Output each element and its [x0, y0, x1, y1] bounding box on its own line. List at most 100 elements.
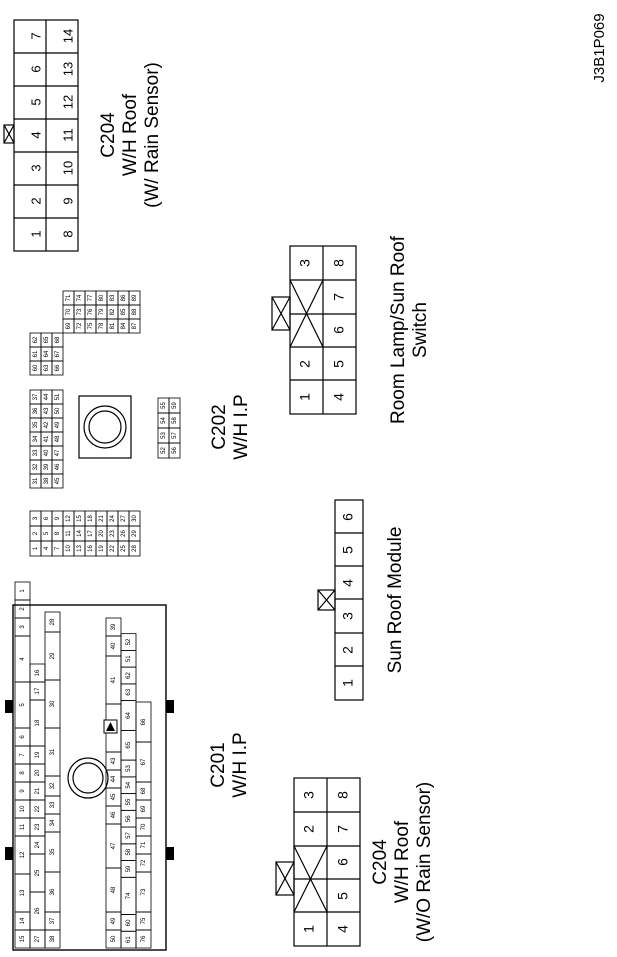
blank-cavity-icon: [289, 279, 324, 348]
pin-56: 56: [126, 815, 132, 822]
pin-labels: 1 2 3 4 5 6 7 8 9 10 11 12 13 14: [28, 29, 75, 238]
pin-73: 73: [141, 888, 147, 895]
pin-28: 28: [50, 618, 56, 625]
connector-code: C202: [209, 404, 230, 449]
pin-23: 23: [35, 823, 41, 830]
pin-76: 76: [141, 935, 147, 942]
pin-63: 63: [44, 364, 50, 371]
pin-11: 11: [20, 823, 26, 830]
pin-2: 2: [340, 646, 356, 654]
pin-4: 4: [335, 925, 351, 933]
pin-38: 38: [50, 935, 56, 942]
pin-57: 57: [126, 831, 132, 838]
pin-48: 48: [55, 435, 61, 442]
pin-6: 6: [335, 858, 351, 866]
pin-32: 32: [33, 463, 39, 470]
pin-29: 29: [50, 652, 56, 659]
pin-67: 67: [55, 350, 61, 357]
pin-16: 16: [88, 545, 94, 552]
pin-15: 15: [20, 935, 26, 942]
connector-label: C202 W/H I.P: [209, 394, 252, 459]
pin-64: 64: [44, 350, 50, 357]
pin-2: 2: [33, 531, 39, 535]
connector-code: C204: [98, 112, 119, 158]
pin-8: 8: [20, 771, 26, 775]
pin-19: 19: [35, 751, 41, 758]
pin-8: 8: [60, 230, 75, 237]
pin-9: 9: [20, 789, 26, 793]
latch-icon: [3, 124, 15, 144]
pin-4: 4: [331, 393, 347, 401]
connector-harness: W/H Roof: [392, 820, 413, 903]
pin-4: 4: [340, 579, 356, 587]
pin-9: 9: [60, 197, 75, 204]
pin-51: 51: [55, 393, 61, 400]
pin-1: 1: [301, 925, 317, 933]
pin-40: 40: [44, 449, 50, 456]
pin-70: 70: [141, 823, 147, 830]
pin-6: 6: [44, 516, 50, 520]
pin-24: 24: [110, 515, 116, 522]
pin-31: 31: [33, 477, 39, 484]
pin-3: 3: [33, 516, 39, 520]
center-bolt-icon: [78, 395, 132, 459]
pin-42: 42: [44, 421, 50, 428]
pin-62: 62: [126, 672, 132, 679]
pin-27: 27: [121, 515, 127, 522]
connector-body: [334, 499, 364, 701]
pin-7: 7: [331, 293, 347, 301]
pin-46: 46: [111, 811, 117, 818]
pin-52: 52: [126, 638, 132, 645]
pin-3: 3: [301, 791, 317, 799]
pin-7: 7: [55, 546, 61, 550]
pin-69: 69: [66, 322, 72, 329]
pin-46: 46: [55, 463, 61, 470]
pin-1: 1: [20, 589, 26, 593]
pin-48: 48: [111, 886, 117, 893]
pin-68: 68: [55, 336, 61, 343]
pin-6: 6: [20, 735, 26, 739]
pin-60: 60: [33, 364, 39, 371]
pin-74: 74: [77, 294, 83, 301]
connector-code: C201: [208, 742, 229, 787]
pin-60: 60: [126, 919, 132, 926]
pin-72: 72: [141, 859, 147, 866]
pin-21: 21: [99, 515, 105, 522]
pin-41: 41: [111, 676, 117, 683]
pin-19: 19: [99, 545, 105, 552]
pin-8: 8: [331, 259, 347, 267]
pin-11: 11: [66, 530, 72, 537]
pin-34: 34: [50, 819, 56, 826]
pin-45: 45: [55, 477, 61, 484]
pin-84: 84: [121, 322, 127, 329]
pin-53: 53: [126, 765, 132, 772]
pin-5: 5: [44, 531, 50, 535]
pin-54: 54: [126, 781, 132, 788]
pin-16: 16: [35, 669, 41, 676]
latch-icon: [271, 296, 291, 331]
pin-5: 5: [340, 546, 356, 554]
pin-75: 75: [88, 322, 94, 329]
connector-variant: (W/ Rain Sensor): [142, 62, 163, 208]
pin-13: 13: [77, 545, 83, 552]
connector-c204-rain-sensor: 1 2 3 4 5 6 7 8 9 10 11 12 13 14 C204 W/…: [3, 19, 163, 252]
pin-4: 4: [44, 546, 50, 550]
pin-39: 39: [44, 463, 50, 470]
pin-69: 69: [141, 805, 147, 812]
latch-icon: [275, 861, 295, 896]
pin-5: 5: [331, 360, 347, 368]
pin-47: 47: [55, 449, 61, 456]
connector-c204-no-rain-sensor: 1 2 3 4 5 6 7 8 C204 W/H Roof (W/O Rain …: [275, 777, 435, 947]
pin-27: 27: [35, 935, 41, 942]
pin-1: 1: [297, 393, 313, 401]
pin-38: 38: [44, 477, 50, 484]
pin-25: 25: [35, 869, 41, 876]
pin-4: 4: [28, 131, 43, 138]
pin-3: 3: [297, 259, 313, 267]
blank-cavity-icon: [293, 845, 328, 913]
pin-13: 13: [20, 889, 26, 896]
connector-name: Room Lamp/Sun Roof: [388, 235, 409, 424]
pin-21: 21: [35, 787, 41, 794]
mount-tab-icons: [5, 700, 174, 860]
pin-80: 80: [99, 294, 105, 301]
